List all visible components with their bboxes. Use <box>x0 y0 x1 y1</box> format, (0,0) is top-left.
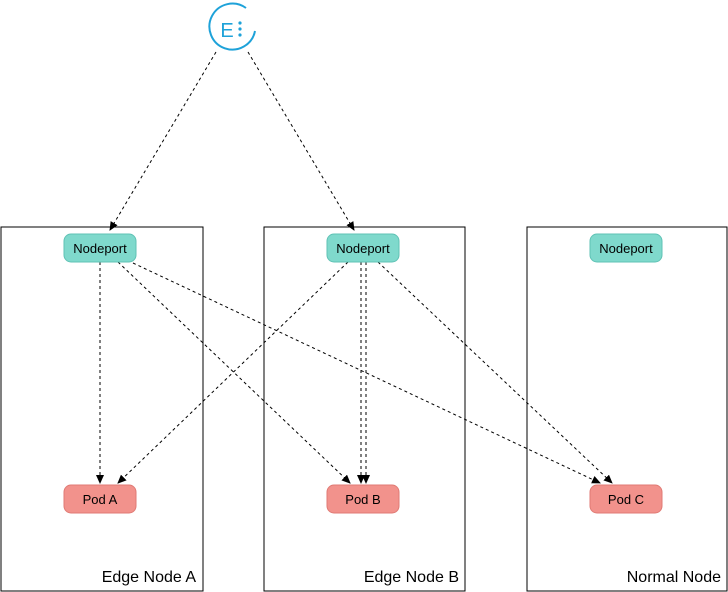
pod-b-label: Pod B <box>345 492 380 507</box>
nodeport-c: Nodeport <box>589 233 663 263</box>
pod-a: Pod A <box>63 484 137 514</box>
normal-node-label: Normal Node <box>627 569 721 586</box>
edges <box>96 51 613 484</box>
pod-c: Pod C <box>589 484 663 514</box>
edge-node-b-label: Edge Node B <box>364 569 459 586</box>
nodeport-a-label: Nodeport <box>73 241 127 256</box>
nodeport-b: Nodeport <box>326 233 400 263</box>
edge-endpoint-to-nodeport-a <box>109 51 217 231</box>
endpoint-icon: E <box>208 2 256 51</box>
pod-b: Pod B <box>326 484 400 514</box>
nodeport-a: Nodeport <box>63 233 137 263</box>
edge-node-a-label: Edge Node A <box>102 569 197 586</box>
pod-a-label: Pod A <box>83 492 118 507</box>
edge-nodeport-b-to-pod-a <box>117 261 349 484</box>
edge-endpoint-to-nodeport-b <box>247 51 355 231</box>
edge-node-b-box <box>263 226 466 592</box>
pod-c-label: Pod C <box>608 492 644 507</box>
edge-node-a-box <box>0 226 204 592</box>
endpoint-icon-glyph: E <box>220 20 233 42</box>
nodeport-b-label: Nodeport <box>336 241 390 256</box>
normal-node-box <box>526 226 728 592</box>
nodeport-c-label: Nodeport <box>599 241 653 256</box>
